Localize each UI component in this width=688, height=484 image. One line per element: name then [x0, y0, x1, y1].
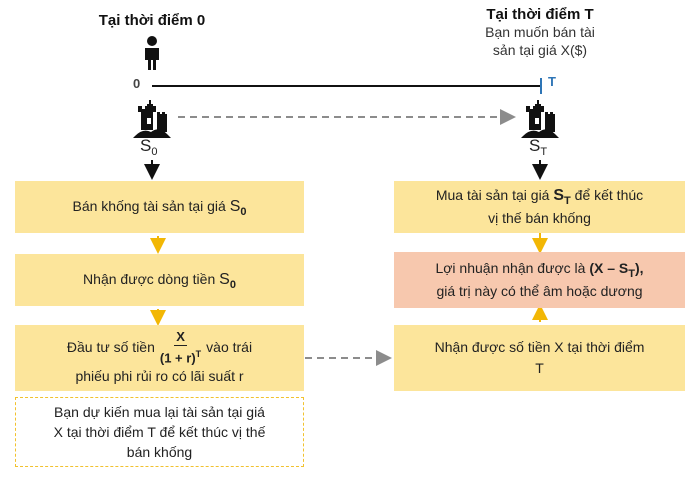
short-sell-text: Bán khống tài sản tại giá: [72, 197, 226, 214]
invest-line1: Đầu tư số tiền X (1 + r)T vào trái: [67, 329, 252, 366]
buy-back-box: Mua tài sản tại giá ST để kết thúc vị th…: [394, 181, 685, 233]
profit-expr-open: (X – S: [589, 260, 629, 276]
right-header-title: Tại thời điểm T: [486, 6, 594, 23]
left-header-title: Tại thời điểm 0: [98, 12, 206, 29]
short-sell-sub: 0: [240, 205, 247, 218]
invest-frac-exp: T: [195, 348, 202, 359]
buy-back-sub: T: [564, 195, 571, 207]
invest-before: Đầu tư số tiền: [66, 338, 155, 355]
short-sell-symbol: S: [229, 197, 241, 215]
profit-before: Lợi nhuận nhận được là: [435, 260, 586, 276]
receive-x-box: Nhận được số tiền X tại thời điểm T: [394, 325, 685, 391]
profit-line1: Lợi nhuận nhận được là (X – ST),: [435, 258, 643, 281]
invest-frac-num: X: [174, 328, 187, 346]
person-icon: [145, 36, 159, 70]
buy-back-symbol: S: [553, 187, 565, 204]
right-header-subtitle-line1: Bạn muốn bán tài: [485, 24, 595, 40]
buy-back-line1: Mua tài sản tại giá ST để kết thúc: [436, 185, 643, 208]
note-line1: Bạn dự kiến mua lại tài sản tại giá: [54, 404, 265, 420]
profit-box: Lợi nhuận nhận được là (X – ST), giá trị…: [394, 252, 685, 308]
note-line2: X tại thời điểm T để kết thúc vị thế: [53, 424, 266, 440]
castle-icon: [133, 100, 171, 138]
asset-st-sub: T: [540, 146, 548, 158]
castle-icon: [521, 100, 559, 138]
profit-expr-sub: T: [628, 268, 635, 280]
receive-cash-sub: 0: [229, 278, 236, 291]
invest-line2: phiếu phi rủi ro có lãi suất r: [75, 368, 244, 385]
invest-box: Đầu tư số tiền X (1 + r)T vào trái phiếu…: [15, 325, 304, 391]
short-sell-box: Bán khống tài sản tại giá S0: [15, 181, 304, 233]
profit-line2: giá trị này có thể âm hoặc dương: [436, 283, 643, 299]
asset-s0-symbol: S: [140, 136, 152, 155]
receive-cash-box: Nhận được dòng tiền S0: [15, 254, 304, 306]
receive-x-line1: Nhận được số tiền X tại thời điểm: [434, 339, 645, 355]
timeline-start-label: 0: [133, 76, 141, 91]
asset-s0-sub: 0: [151, 146, 158, 158]
invest-frac-den-wrap: (1 + r)T: [158, 346, 203, 366]
timeline-end-label: T: [548, 74, 556, 89]
invest-after: vào trái: [206, 338, 253, 355]
asset-st-symbol: S: [529, 136, 541, 155]
asset-label-st: ST: [529, 136, 548, 158]
note-line3: bán khống: [126, 444, 193, 460]
receive-cash-text: Nhận được dòng tiền: [83, 270, 216, 287]
buy-back-line2: vị thế bán khống: [488, 210, 591, 226]
buy-back-after: để kết thúc: [574, 187, 644, 203]
receive-x-line2: T: [535, 360, 544, 376]
profit-expr-close: ),: [634, 260, 644, 276]
right-header: Tại thời điểm T Bạn muốn bán tài sản tại…: [455, 6, 625, 59]
asset-label-s0: S0: [140, 136, 158, 158]
invest-fraction: X (1 + r)T: [158, 329, 203, 366]
right-header-subtitle-line2: sản tại giá X($): [492, 42, 588, 58]
buy-back-before: Mua tài sản tại giá: [435, 187, 550, 203]
invest-frac-den: (1 + r): [159, 350, 196, 366]
note-box: Bạn dự kiến mua lại tài sản tại giá X tạ…: [15, 397, 304, 467]
receive-cash-symbol: S: [219, 270, 230, 288]
profit-expr: (X – ST),: [589, 260, 644, 280]
